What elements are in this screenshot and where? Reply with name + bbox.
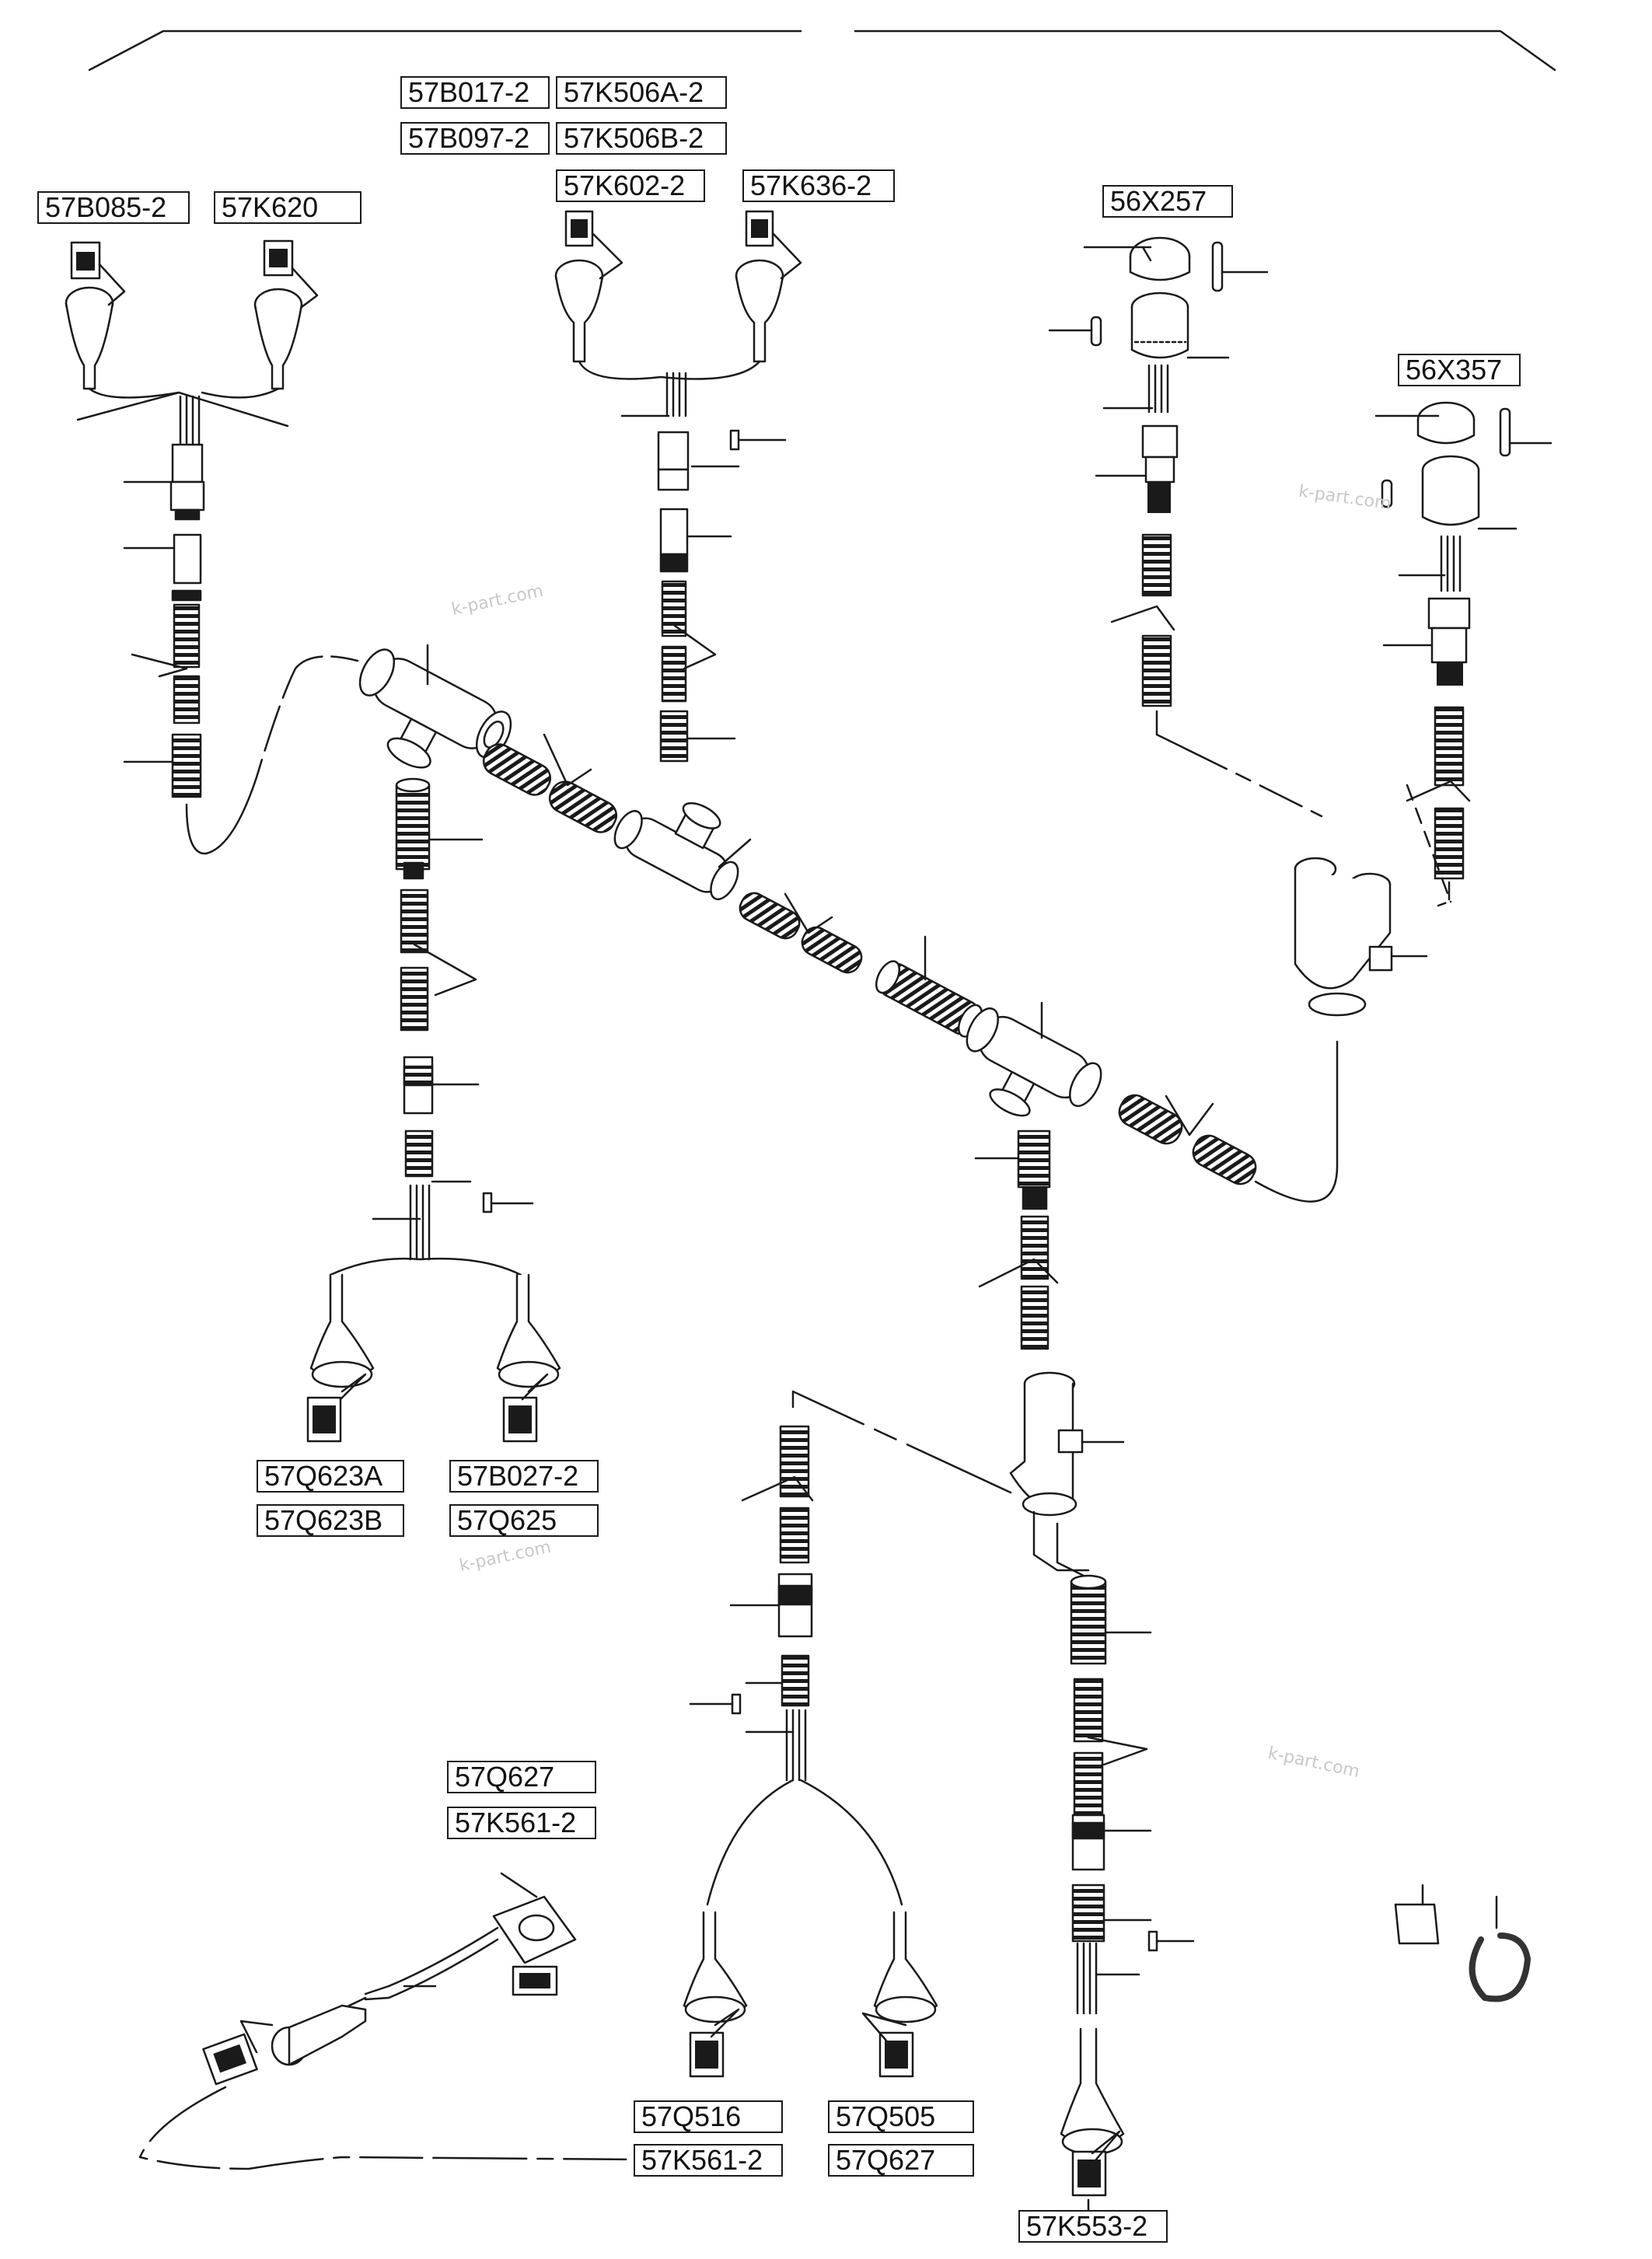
valve-connector-assembly [138,1872,639,2170]
corrugated-center-1 [661,580,687,637]
x357-branch [1374,401,1552,907]
label-57b017-2: 57B017-2 [400,76,550,109]
label-57q627-bottom: 57Q627 [828,2144,974,2177]
label-57q623b: 57Q623B [257,1504,404,1537]
corrugated-cd-2 [1020,1285,1050,1350]
wire-to-k553 [1032,1510,1090,1572]
label-56x257: 56X257 [1102,185,1233,218]
main-trunk [358,644,1339,1203]
lower-right-branch [1056,1522,1195,2223]
label-57k561-2-top: 57K561-2 [447,1807,596,1839]
corrugated-x257-2 [1141,634,1172,707]
wire-left-b [201,387,280,399]
y-junction-lower [1009,1371,1125,1517]
label-57q627-top: 57Q627 [447,1761,596,1793]
corrugated-left-1 [173,603,201,669]
gland-center [657,431,690,471]
corrugated-x257-1 [1141,533,1172,597]
corrugated-x357-1 [1434,706,1465,787]
center-top-branch [554,210,802,763]
lower-center-branch [683,1390,1090,2078]
corrugated-ll-2 [400,966,429,1032]
lower-left-branch [306,777,561,1443]
label-57q516: 57Q516 [634,2100,783,2133]
wire-valve-loop [138,2086,639,2170]
label-57q505: 57Q505 [828,2100,974,2133]
corrugated-lr-2 [1073,1751,1104,1817]
connector-k602 [554,210,623,363]
trunk-corrugated-4 [801,926,863,974]
label-57k553-2: 57K553-2 [1018,2210,1168,2243]
wire-right-loop [1254,1040,1339,1203]
corrugated-lc-2 [779,1507,810,1564]
label-57b097-2: 57B097-2 [400,122,550,155]
y-junction-upper [1294,857,1428,1017]
trunk-corrugated-2 [548,780,618,833]
wire-bundle-left [179,395,201,445]
label-57q625: 57Q625 [449,1504,599,1537]
label-57k620: 57K620 [214,191,361,224]
trunk-corrugated-1 [482,743,552,796]
tee-right [966,1007,1102,1117]
wire-x257-to-y [1155,710,1323,818]
connector-q516 [683,1911,748,2078]
tee-left [358,648,512,769]
adapter-left [171,733,202,798]
corrugated-ll-1 [400,889,429,954]
corrugated-lc-1 [779,1425,810,1498]
connector-k553 [1060,2027,1125,2223]
trunk-corrugated-6 [1192,1134,1257,1185]
nut-left [173,533,202,585]
frame-line-left [88,30,802,72]
cable-tie [1469,1933,1531,2002]
label-56x357: 56X357 [1398,354,1521,386]
label-57k506a-2: 57K506A-2 [556,76,727,109]
trunk-corrugated-3 [739,892,801,940]
gland-left [171,443,204,484]
corrugated-center-2 [661,645,687,703]
connector-b027 [496,1273,561,1443]
connector-q505 [861,1911,938,2078]
center-down-branch [974,1130,1125,1517]
wire-left-loop [185,655,359,855]
corrugated-lr-1 [1073,1678,1104,1743]
corrugated-left-2 [173,675,201,724]
wire-x357-to-y [1437,881,1451,907]
connector-k620 [253,239,319,390]
label-57k636-2: 57K636-2 [742,169,895,202]
label-57k602-2: 57K602-2 [556,169,705,202]
connector-b085 [65,241,126,390]
connector-q623 [306,1273,375,1443]
label-57k561-2-bottom: 57K561-2 [634,2144,783,2177]
label-57k506b-2: 57K506B-2 [556,122,727,155]
tee-center [613,801,739,900]
corrugated-x357-2 [1434,807,1465,880]
label-57b027-2: 57B027-2 [449,1460,599,1493]
x257-branch [1048,236,1323,818]
label-57q623a: 57Q623A [257,1460,404,1493]
tape-piece [1394,1903,1440,1945]
left-branch [65,239,359,855]
trunk-corrugated-5 [1118,1094,1183,1145]
frame-line-right [854,30,1556,72]
accessories [1394,1884,1531,2002]
connector-k636 [735,210,802,363]
wire-left-a [88,387,180,399]
trunk-adapter [875,960,983,1038]
label-57b085-2: 57B085-2 [37,191,190,224]
